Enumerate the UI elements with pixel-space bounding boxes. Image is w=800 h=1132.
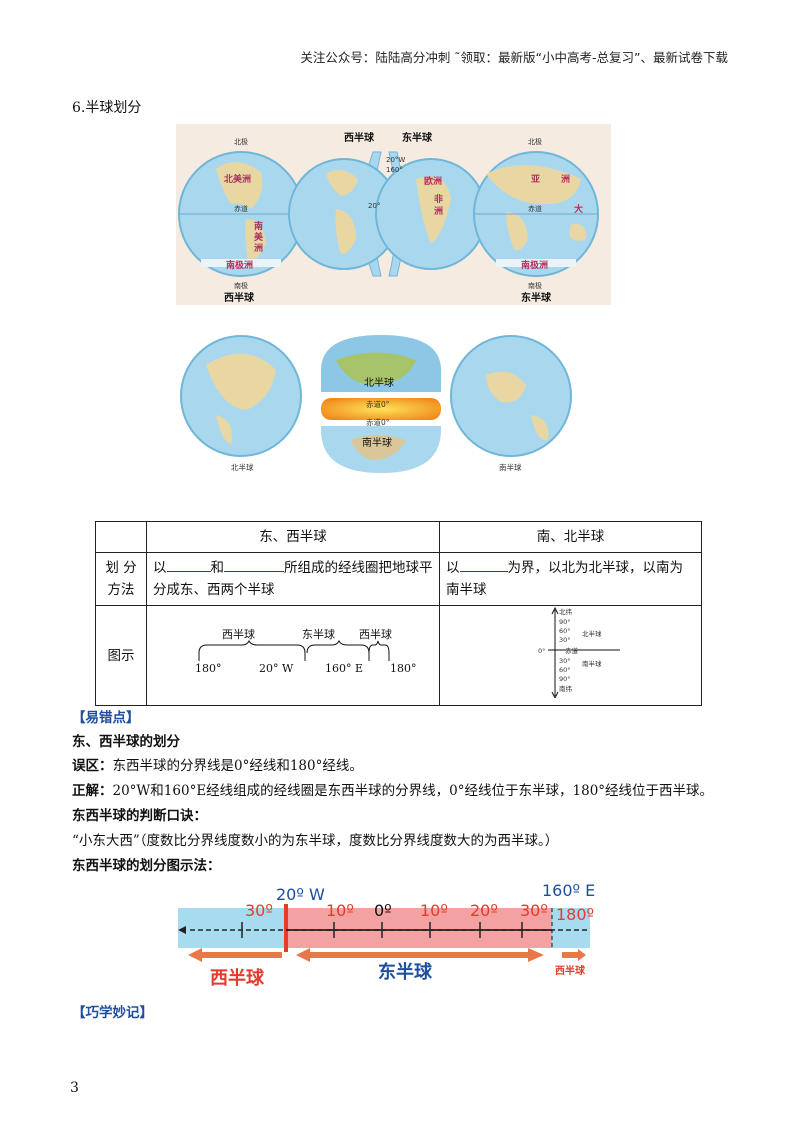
ns-top: 北纬 (559, 607, 573, 616)
ew-scale-diagram: 20º W 160º E 30º 10º 0º 10º 20º 30º 180º… (178, 881, 595, 989)
label-west-bottom: 西半球 (224, 291, 255, 304)
scale-20b: 20º (470, 901, 498, 920)
scale-30a: 30º (245, 901, 273, 920)
label-south-hemi: 南半球 (362, 436, 392, 449)
ew-180a: 180° (195, 662, 222, 675)
col-ew-header: 东、西半球 (146, 521, 440, 553)
label-equator: 赤道 (234, 204, 248, 213)
ns-north: 北半球 (582, 629, 602, 638)
label-west-top: 西半球 (344, 131, 375, 144)
label-north-hemi: 北半球 (364, 376, 394, 389)
heading-diagram-method: 东西半球的划分图示法： (72, 858, 221, 874)
text-ew-rest: 所组成的经线圈把地球平分成东、西两个半球 (153, 560, 433, 598)
label-20deg: 20° (368, 202, 380, 210)
ew-east: 东半球 (302, 627, 335, 641)
ns-method-cell: 以为界，以北为北半球，以南为南半球 (439, 552, 702, 606)
label-africa: 非 (434, 193, 443, 205)
label-sa-a: 南 (254, 220, 263, 232)
label-north-america: 北美洲 (224, 173, 251, 185)
label-north-pole-2: 北极 (528, 137, 542, 146)
scale-east-label: 东半球 (378, 961, 433, 983)
misconception-line: 误区：东西半球的分界线是0°经线和180°经线。 (72, 754, 363, 774)
north-south-hemisphere-figure: 北半球 南半球 赤道0° 赤道0° 北半球 南半球 (180, 335, 572, 473)
label-eq1: 赤道0° (366, 399, 390, 409)
col-ns-header: 南、北半球 (439, 521, 702, 553)
label-antarctica: 南极洲 (226, 259, 253, 271)
ns-diagram-cell: 北纬 90° 60° 30° 0° 赤道 30° 60° 90° 南纬 北半球 … (439, 605, 702, 706)
label-east-top: 东半球 (402, 131, 433, 144)
east-west-hemisphere-figure: 北极 北极 赤道 赤道 南极 南极 20° 160° 20°W 北美洲 南 美 … (176, 124, 611, 305)
ew-west2: 西半球 (359, 627, 392, 641)
label-antarctica-2: 南极洲 (521, 259, 548, 271)
scale-20w: 20º W (276, 885, 325, 904)
text-he: 和 (210, 560, 225, 576)
text-yi: 以 (153, 560, 167, 576)
blank-1[interactable] (166, 557, 211, 572)
ns-90a: 90° (559, 618, 571, 626)
label-asia-2: 洲 (561, 174, 570, 185)
ew-180b: 180° (390, 662, 417, 675)
ns-60a: 60° (559, 627, 571, 635)
scale-10b: 10º (420, 901, 448, 920)
text-ns-rest: 为界，以北为北半球，以南为南半球 (446, 560, 683, 598)
row-diagram-label: 图示 (95, 605, 147, 706)
scale-10a: 10º (326, 901, 354, 920)
text-yi-2: 以 (446, 560, 460, 576)
row-method-label: 划 分 方法 (95, 552, 147, 606)
rhyme-text: “小东大西”（度数比分界线度数小的为东半球，度数比分界线度数大的为西半球。） (72, 833, 559, 849)
label-right-cap: 南半球 (499, 462, 522, 472)
section-title: 6.半球划分 (72, 100, 142, 116)
label-equator-2: 赤道 (528, 204, 542, 213)
label-eq2: 赤道0° (366, 417, 390, 427)
hemisphere-table: 东、西半球 南、北半球 划 分 方法 以 和所组成的经线圈把地球平分成东、西两个半… (95, 521, 702, 706)
misconception-text: 东西半球的分界线是0°经线和180°经线。 (112, 758, 363, 774)
scale-30b: 30º (520, 901, 548, 920)
ns-90b: 90° (559, 675, 571, 683)
label-sa-b: 美 (254, 231, 264, 243)
misconception-label: 误区： (72, 758, 113, 774)
scale-160e: 160º E (542, 881, 595, 900)
label-europe: 欧洲 (424, 175, 442, 187)
ns-south: 南半球 (582, 659, 602, 668)
scale-west-small: 西半球 (555, 964, 586, 977)
blank-3[interactable] (459, 557, 508, 572)
label-160deg: 160° (386, 166, 403, 174)
label-south-pole-2: 南极 (528, 281, 542, 290)
label-left-cap: 北半球 (231, 462, 254, 472)
scale-0: 0º (374, 901, 392, 920)
correct-label: 正解： (72, 783, 113, 799)
label-asia: 亚 (531, 174, 540, 185)
ew-20w: 20° W (259, 662, 294, 675)
page-header: 关注公众号：陆陆高分冲刺 ˜领取：最新版“小中高考-总复习”、最新试卷下载 (300, 50, 728, 65)
correct-text: 20°W和160°E经线组成的经线圈是东西半球的分界线，0°经线位于东半球，18… (112, 783, 714, 799)
blank-2[interactable] (224, 557, 284, 572)
label-aus: 大 (574, 203, 583, 215)
heading-ew-division: 东、西半球的划分 (72, 734, 180, 750)
ns-30a: 30° (559, 636, 571, 644)
ns-eq: 赤道 (565, 646, 579, 655)
tag-memory-tip: 【巧学妙记】 (72, 1005, 153, 1021)
label-north-pole: 北极 (234, 137, 248, 146)
ew-160e: 160° E (325, 662, 363, 675)
heading-rhyme: 东西半球的判断口诀： (72, 808, 207, 824)
ns-30b: 30° (559, 657, 571, 665)
ns-60b: 60° (559, 666, 571, 674)
label-sa-c: 洲 (254, 243, 263, 254)
label-south-pole: 南极 (234, 281, 248, 290)
tag-error-prone: 【易错点】 (72, 710, 140, 726)
correct-line: 正解：20°W和160°E经线组成的经线圈是东西半球的分界线，0°经线位于东半球… (72, 779, 713, 799)
ew-diagram-cell: 西半球 东半球 西半球 180° 20° W 160° E 180° (146, 605, 440, 706)
ew-diagram: 西半球 东半球 西半球 180° 20° W 160° E 180° (195, 627, 417, 675)
ns-diagram: 北纬 90° 60° 30° 0° 赤道 30° 60° 90° 南纬 北半球 … (538, 606, 620, 700)
ew-method-cell: 以 和所组成的经线圈把地球平分成东、西两个半球 (146, 552, 440, 606)
scale-180: 180º (556, 905, 594, 924)
label-africa-2: 洲 (434, 206, 443, 217)
label-20w: 20°W (386, 156, 405, 164)
label-east-bottom: 东半球 (521, 291, 552, 304)
page-number: 3 (70, 1080, 79, 1096)
ew-west: 西半球 (222, 627, 255, 641)
scale-west-label: 西半球 (210, 967, 265, 989)
ns-zero: 0° (538, 647, 545, 655)
ns-bottom: 南纬 (559, 684, 573, 693)
